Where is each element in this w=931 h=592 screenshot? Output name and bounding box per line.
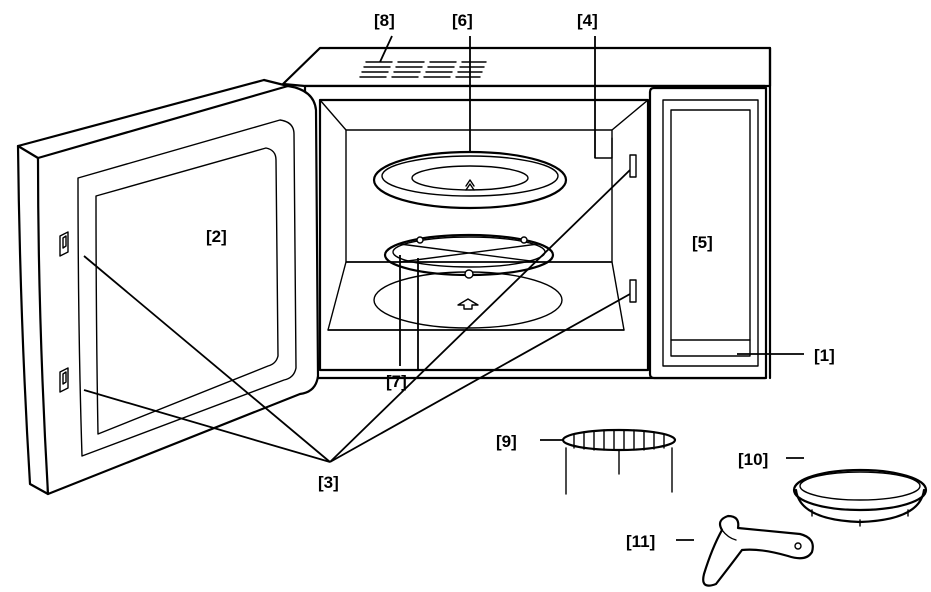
control-panel [648,86,768,380]
callout-10: [10] [738,450,768,469]
grill-rack [561,428,677,495]
callout-7: [7] [386,372,407,391]
callout-8: [8] [374,11,395,30]
callout-3: [3] [318,473,339,492]
latch-holes [629,154,637,303]
top-vent-slots [359,61,487,78]
callout-labels: [8] [6] [4] [2] [5] [1] [7] [3] [9] [10]… [206,11,835,551]
door-hook-upper [59,231,69,257]
callout-1: [1] [814,346,835,365]
callout-9: [9] [496,432,517,451]
callout-2: [2] [206,227,227,246]
glass-turntable [372,150,568,210]
crisp-plate [792,468,928,527]
door-hook-lower [59,367,69,393]
callout-5: [5] [692,233,713,252]
crisp-plate-handle [702,514,814,587]
waveguide-cover [594,137,613,159]
callout-11: [11] [626,532,655,551]
callout-4: [4] [577,11,598,30]
leader-lines [83,35,804,541]
callout-6: [6] [452,11,473,30]
oven-door [16,78,320,496]
